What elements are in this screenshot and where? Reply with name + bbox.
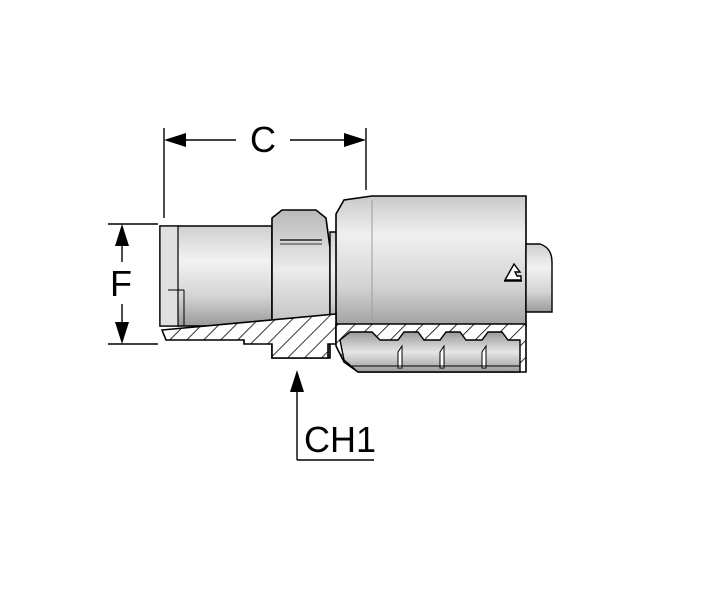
dimension-f — [108, 223, 158, 345]
dimension-ch1-leader — [290, 370, 374, 461]
hose-tail-serrations — [339, 331, 521, 373]
hose-tail-stub — [525, 243, 553, 313]
dimension-c-label: C — [250, 119, 276, 160]
dimension-c — [163, 128, 367, 218]
dimension-ch1-label: CH1 — [304, 419, 376, 460]
manufacturer-logo-icon — [503, 262, 522, 282]
dimension-f-label: F — [110, 263, 132, 304]
nipple-nose-chamfer — [159, 225, 179, 327]
ferrule-sleeve — [335, 195, 527, 327]
